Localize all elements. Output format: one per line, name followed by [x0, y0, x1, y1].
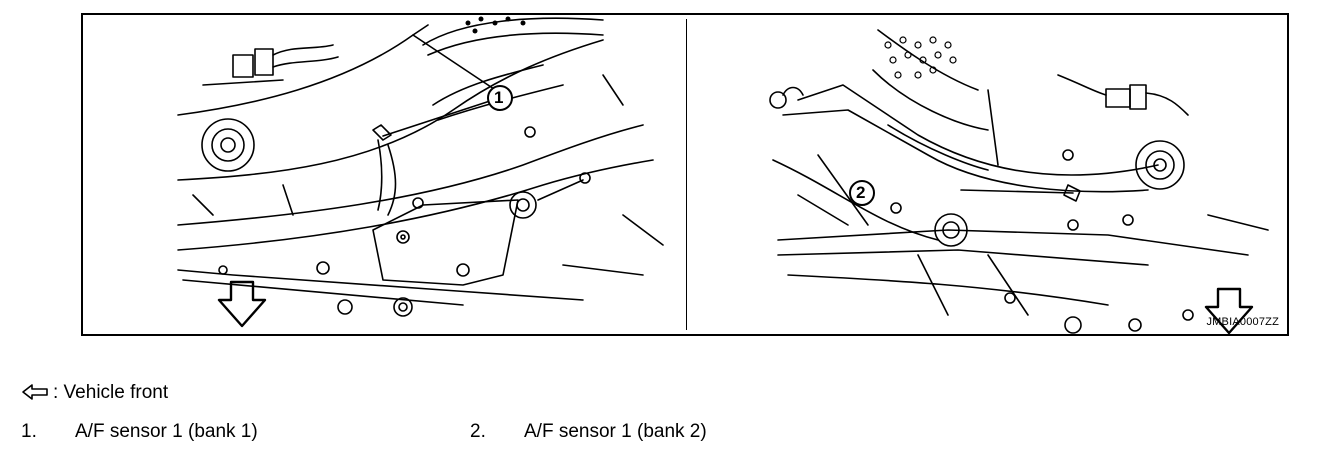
callout-1-label: 1	[494, 88, 504, 107]
illustration-frame: 1 2 JMBIA0007ZZ	[81, 13, 1289, 336]
callout-2-marker	[849, 180, 875, 206]
item-label: A/F sensor 1 (bank 1)	[75, 421, 258, 442]
right-view-drawing	[769, 29, 1269, 334]
view-divider	[686, 19, 687, 330]
list-item: 1. A/F sensor 1 (bank 1)	[21, 421, 258, 443]
callout-2-label: 2	[856, 183, 866, 202]
legend-front-text: : Vehicle front	[53, 382, 169, 403]
callout-1-marker	[487, 85, 513, 111]
item-number: 2.	[470, 421, 486, 442]
figure-code: JMBIA0007ZZ	[1206, 316, 1279, 328]
item-label: A/F sensor 1 (bank 2)	[524, 421, 707, 442]
item-number: 1.	[21, 421, 37, 442]
left-view-drawing	[177, 16, 664, 328]
hollow-left-arrow-icon	[22, 384, 48, 400]
legend-vehicle-front: : Vehicle front	[21, 382, 168, 404]
list-item: 2. A/F sensor 1 (bank 2)	[470, 421, 707, 443]
